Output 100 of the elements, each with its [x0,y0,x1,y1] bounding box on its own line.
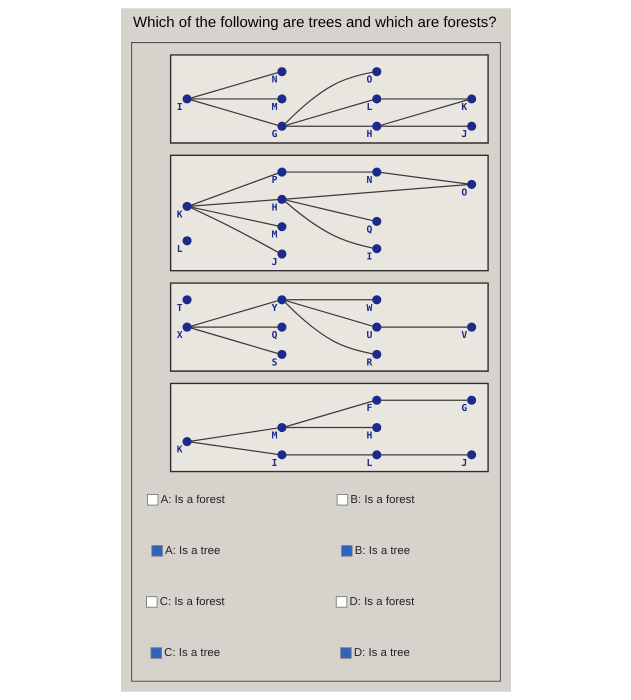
node-label: N [271,74,277,86]
connector [380,98,467,100]
connector [190,207,278,253]
cluster [169,382,488,472]
node-circle [276,94,286,104]
node-label: H [366,129,372,140]
node-label: H [366,430,372,442]
node-label: I [271,458,277,469]
node-label: U [366,330,372,342]
connector [286,184,467,200]
node-circle [372,295,381,304]
node-circle [372,396,381,405]
node-label: H [271,202,277,214]
label: A: Is a forest [160,494,224,506]
connector [190,442,278,455]
node-label: M [271,230,277,241]
node-label: O [460,187,467,198]
node-circle [372,168,381,177]
node-circle [276,168,286,177]
node-circle [466,94,476,104]
node-label: V [460,330,467,342]
node-circle [276,422,286,432]
connector [190,300,278,327]
label: D: Is a forest [348,596,414,608]
node-circle [276,222,286,232]
node-circle [372,122,381,131]
connector [380,454,467,456]
node-label: O [366,74,372,86]
node-label: K [176,209,182,220]
node-circle [182,202,192,211]
node-label: I [176,102,182,113]
node-label: Q [366,224,372,236]
node-label: X [176,330,182,342]
node-circle [372,450,381,460]
connector [286,454,372,456]
node-label: Q [271,330,277,342]
node-label: L [176,244,182,255]
node-circle [276,322,286,332]
node-circle [372,322,381,332]
cluster [169,282,488,372]
node-label: L [366,458,372,469]
node-circle [182,295,192,304]
connector [190,99,278,126]
connector [190,72,278,98]
node-label: L [366,102,372,113]
node-circle [276,450,286,460]
node-label: K [176,444,182,456]
node-label: K [460,102,467,113]
node-circle [372,422,381,432]
label: C: Is a tree [164,647,220,660]
label: B: Is a tree [354,544,410,557]
node-label: T [176,302,182,314]
node-label: J [271,256,277,268]
connector [190,199,278,207]
connector [190,427,278,442]
node-circle [372,350,381,359]
connector [286,400,372,428]
cluster [169,54,488,144]
node-circle [466,122,476,131]
node-circle [372,216,381,226]
node-label: J [460,129,467,140]
connector [286,171,372,173]
connector [284,302,372,354]
node-label: M [271,430,277,442]
connector [286,126,372,127]
node-circle [182,437,192,446]
connector [190,98,277,100]
connector [284,201,372,249]
node-circle [466,180,476,189]
node-label: W [366,302,372,314]
label: A: Is a tree [164,544,220,557]
connector [190,326,277,328]
node-label: M [271,102,277,113]
node-label: S [271,357,277,368]
connector [190,206,278,226]
connector [190,172,278,206]
node-label: R [366,357,372,368]
node-label: I [366,252,372,263]
label: D: Is a tree [353,647,410,660]
connector [286,426,372,428]
node-label: P [271,175,277,186]
node-label: G [460,403,467,414]
node-circle [182,322,192,332]
connector [380,126,467,127]
connector [284,72,372,124]
node-circle [276,350,286,359]
node-circle [182,236,192,246]
node-circle [276,249,286,259]
node-circle [276,67,286,76]
node-circle [466,450,476,460]
node-circle [276,295,286,304]
node-label: F [366,403,372,414]
connector [190,328,278,354]
connector [286,299,372,300]
connector [380,400,467,401]
node-label: J [460,458,467,469]
diagram-title: Which of the following are trees and which are forests? [132,14,496,32]
label: C: Is a forest [159,596,224,608]
connector [286,99,372,126]
connector [286,300,372,327]
